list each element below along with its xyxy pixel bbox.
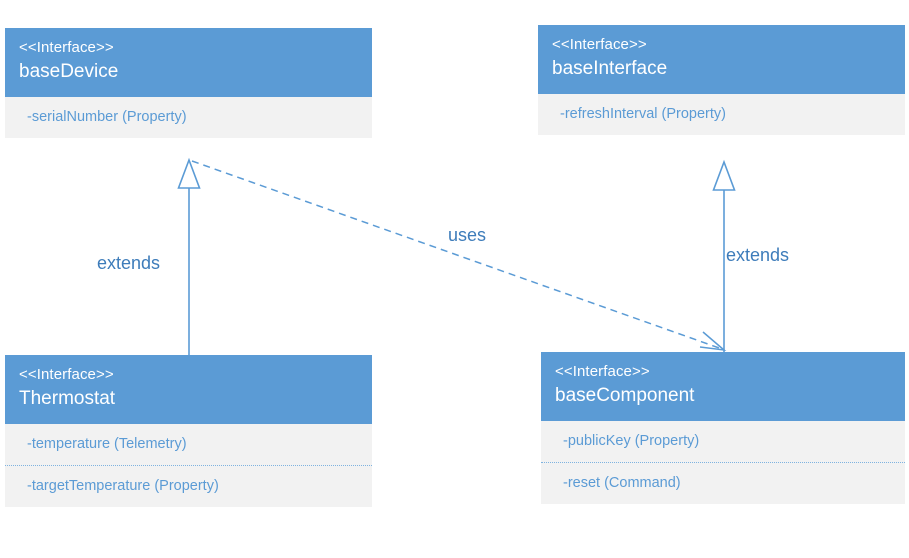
uml-stereotype: <<Interface>> (19, 366, 114, 383)
uml-class-name: baseDevice (19, 61, 119, 82)
uml-stereotype: <<Interface>> (555, 363, 650, 380)
uml-class-baseinterface[interactable]: <<Interface>> baseInterface -refreshInte… (538, 25, 905, 135)
uml-member: -refreshInterval (Property) (560, 106, 726, 122)
uml-class-header: <<Interface>> baseInterface (538, 25, 905, 94)
uml-class-header: <<Interface>> Thermostat (5, 355, 372, 424)
connector-thermostat-extends-basedevice (177, 157, 201, 355)
uml-class-name: baseComponent (555, 385, 695, 406)
uml-class-basedevice[interactable]: <<Interface>> baseDevice -serialNumber (… (5, 28, 372, 138)
uml-class-basecomponent[interactable]: <<Interface>> baseComponent -publicKey (… (541, 352, 905, 504)
connector-basedevice-uses-basecomponent (191, 160, 727, 352)
uml-stereotype: <<Interface>> (552, 36, 647, 53)
uml-class-header: <<Interface>> baseComponent (541, 352, 905, 421)
uml-member: -targetTemperature (Property) (5, 465, 372, 507)
hollow-triangle-arrowhead-icon (177, 157, 201, 189)
edge-label-uses: uses (448, 225, 487, 245)
edge-label-extends-right: extends (726, 245, 790, 265)
uml-class-name: baseInterface (552, 58, 668, 79)
edge-label-extends-left: extends (97, 253, 161, 273)
uml-class-body: -serialNumber (Property) (5, 97, 372, 138)
uml-member: -serialNumber (Property) (27, 109, 187, 125)
uml-stereotype: <<Interface>> (19, 39, 114, 56)
uml-class-name: Thermostat (19, 388, 116, 409)
uml-class-thermostat[interactable]: <<Interface>> Thermostat -temperature (T… (5, 355, 372, 507)
uml-class-body: -temperature (Telemetry) -targetTemperat… (5, 424, 372, 507)
uml-class-header: <<Interface>> baseDevice (5, 28, 372, 97)
dependency-line (191, 160, 723, 350)
uml-class-body: -refreshInterval (Property) (538, 94, 905, 135)
uml-member: -temperature (Telemetry) (27, 436, 187, 452)
uml-member: -reset (Command) (541, 462, 905, 504)
hollow-triangle-arrowhead-icon (712, 159, 736, 191)
uml-member: -publicKey (Property) (563, 433, 700, 449)
uml-class-body: -publicKey (Property) -reset (Command) (541, 421, 905, 504)
open-arrowhead-icon (699, 331, 727, 352)
